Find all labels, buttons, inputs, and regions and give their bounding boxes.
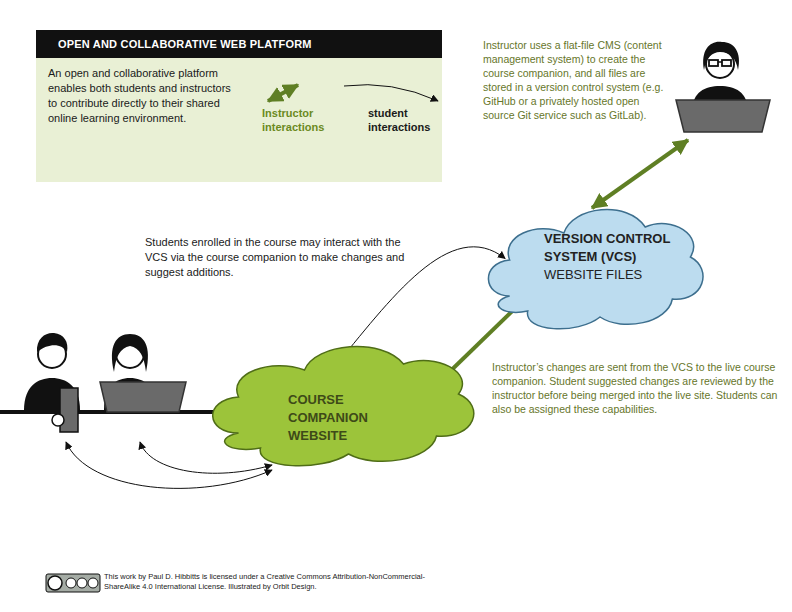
changes-note: Instructor’s changes are sent from the V… <box>492 360 784 416</box>
vcs-cloud: VERSION CONTROL SYSTEM (VCS)WEBSITE FILE… <box>478 188 704 338</box>
students-note: Students enrolled in the course may inte… <box>145 235 405 280</box>
node-text: VERSION CONTROL SYSTEM (VCS) <box>544 230 684 266</box>
node-body: COURSE COMPANION WEBSITE <box>288 391 388 445</box>
node-body: VERSION CONTROL SYSTEM (VCS)WEBSITE FILE… <box>544 230 684 284</box>
title: OPEN AND COLLABORATIVE WEB PLATFORM <box>36 30 442 58</box>
node-text: COURSE COMPANION WEBSITE <box>288 391 388 445</box>
instructor-note: Instructor uses a flat-file CMS (content… <box>483 38 671 122</box>
legend-double-arrow <box>268 85 298 101</box>
legend-arrow <box>344 85 438 101</box>
instructor-arrow <box>592 140 688 208</box>
title-band: OPEN AND COLLABORATIVE WEB PLATFORM <box>36 30 442 58</box>
node-text: WEBSITE FILES <box>544 266 684 284</box>
license-note: This work by Paul D. Hibbitts is license… <box>104 572 449 592</box>
website-cloud: COURSE COMPANION WEBSITE <box>200 325 475 475</box>
description: An open and collaborative platform enabl… <box>48 66 233 126</box>
legend-text: Instructor interactions <box>262 106 334 134</box>
legend-text: student interactions <box>368 106 440 134</box>
instructor-figure <box>676 42 770 132</box>
license-badge <box>46 574 100 592</box>
